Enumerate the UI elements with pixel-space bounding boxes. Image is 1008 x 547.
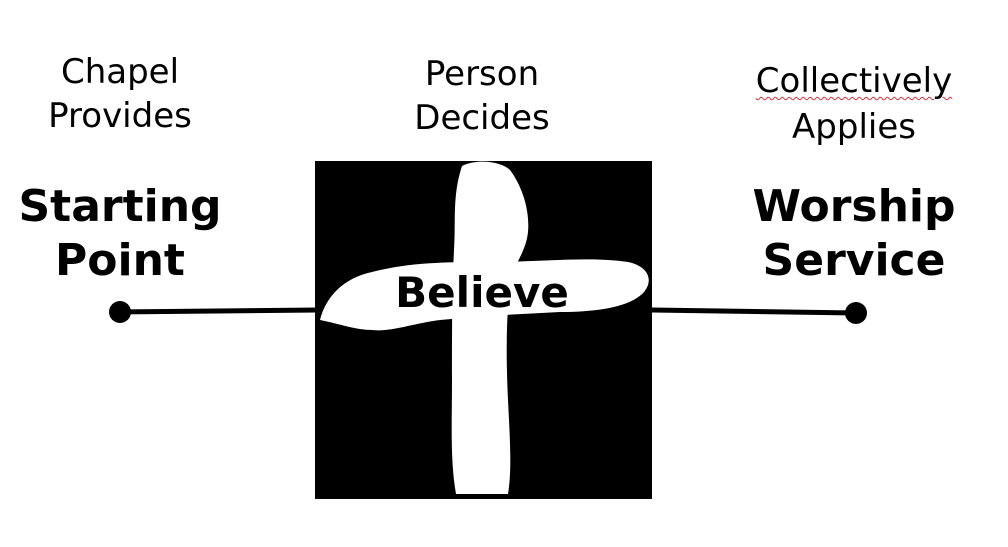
cross-label-text: Believe [395, 268, 569, 317]
end-node [845, 302, 867, 324]
right-caption-line2: Applies [792, 107, 916, 147]
center-caption: Person Decides [382, 52, 582, 140]
right-connector-line [651, 307, 857, 316]
right-heading-line2: Service [762, 235, 946, 286]
starting-point-heading: Starting Point [0, 180, 240, 288]
believe-label: Believe [372, 266, 592, 320]
worship-service-heading: Worship Service [734, 180, 974, 288]
left-caption-line1: Chapel [60, 52, 180, 92]
left-connector-line [119, 307, 319, 315]
left-caption: Chapel Provides [20, 50, 220, 138]
right-heading-line1: Worship [752, 181, 956, 232]
left-caption-line2: Provides [48, 96, 192, 136]
center-caption-line1: Person [424, 54, 540, 94]
left-heading-line1: Starting [18, 181, 222, 232]
right-caption-line1: Collectively [755, 61, 953, 101]
start-node [109, 301, 131, 323]
cross-icon [320, 161, 649, 494]
left-heading-line2: Point [55, 235, 185, 286]
center-caption-line2: Decides [414, 98, 550, 138]
right-caption: Collectively Applies [744, 58, 964, 150]
